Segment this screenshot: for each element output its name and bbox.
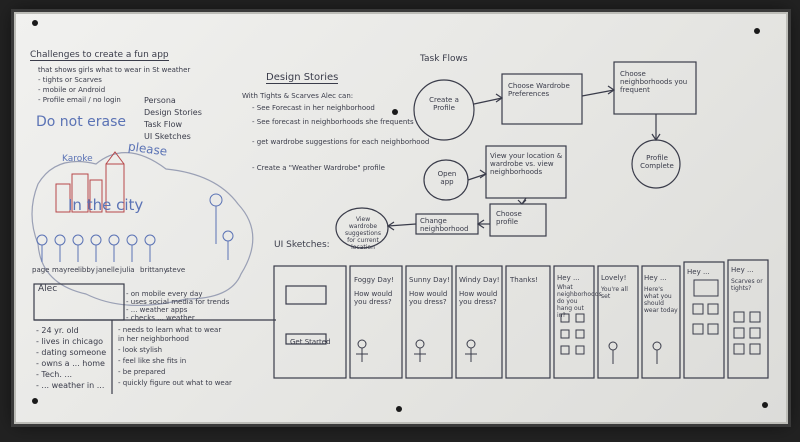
persona-name: Alec — [38, 284, 58, 294]
persona-line: - dating someone — [36, 348, 107, 357]
screw — [392, 109, 398, 115]
sketch-screen-body: Scarves or tights? — [731, 278, 763, 292]
persona-note: in her neighborhood — [118, 335, 189, 343]
challenge-line: that shows girls what to wear in St weat… — [38, 66, 191, 74]
persona-line: - 24 yr. old — [36, 326, 79, 335]
design-stories-intro: With Tights & Scarves Alec can: — [242, 92, 354, 100]
checklist-item: Persona — [144, 96, 176, 105]
sketch-screen-body: You're all set — [601, 286, 628, 300]
screw — [396, 406, 402, 412]
persona-note-top: - checks ... weather — [126, 314, 195, 322]
design-story: - See forecast in neighborhoods she freq… — [252, 118, 414, 126]
whiteboard: Challenges to create a fun app that show… — [14, 12, 788, 424]
design-story: - Create a "Weather Wardrobe" profile — [252, 164, 385, 172]
challenge-line: - mobile or Android — [38, 86, 106, 94]
persona-note: - needs to learn what to wear — [118, 326, 222, 334]
sketch-screen-body: Here's what you should wear today — [644, 286, 678, 314]
screw — [762, 402, 768, 408]
profile-complete-node: Profile Complete — [640, 154, 674, 170]
sketch-screen-heading: Thanks! — [510, 276, 538, 284]
name-label: page — [32, 266, 50, 274]
design-story: - See Forecast in her neighborhood — [252, 104, 375, 112]
marker-drawing — [31, 61, 769, 394]
sketch-screen-body: How would you dress? — [409, 290, 448, 306]
persona-note: - look stylish — [118, 346, 163, 354]
change-neighborhood-node: Change neighborhood — [420, 217, 469, 233]
in-the-city: In the city — [68, 196, 144, 214]
persona-note: - feel like she fits in — [118, 357, 187, 365]
sketch-screen-heading: Sunny Day! — [409, 276, 450, 284]
persona-note: - quickly figure out what to wear — [118, 379, 232, 387]
karoke-text: Karoke — [62, 154, 93, 164]
name-label: libby — [78, 266, 95, 274]
design-story: - get wardrobe suggestions for each neig… — [252, 138, 430, 146]
name-label: janelle — [96, 266, 120, 274]
persona-note: - be prepared — [118, 368, 166, 376]
sketch-screen-body: Get Started — [290, 338, 331, 346]
sketch-screen-heading: Hey ... — [731, 266, 754, 274]
challenge-title: Challenges to create a fun app — [30, 50, 169, 61]
name-label: julia — [120, 266, 135, 274]
checklist-item: Task Flow — [144, 120, 183, 129]
name-label: steve — [166, 266, 186, 274]
task-flows-title: Task Flows — [420, 54, 468, 64]
screw — [32, 20, 38, 26]
screw — [754, 28, 760, 34]
name-label: brittany — [140, 266, 168, 274]
view-wardrobe-node: View wardrobe suggestions for current lo… — [345, 216, 381, 251]
ui-sketches-title: UI Sketches: — [274, 240, 330, 250]
checklist-item: Design Stories — [144, 108, 202, 117]
design-stories-title: Design Stories — [266, 72, 339, 84]
sketch-screen-heading: Hey ... — [644, 274, 667, 282]
checklist-item: UI Sketches — [144, 132, 191, 141]
view-location-node: View your location & wardrobe vs. view n… — [490, 152, 563, 176]
persona-note-top: - ... weather apps — [126, 306, 188, 314]
persona-line: - Tech. ... — [36, 370, 73, 379]
challenge-line: - Profile email / no login — [38, 96, 121, 104]
challenge-line: - tights or Scarves — [38, 76, 102, 84]
name-label: mayree — [52, 266, 79, 274]
sketch-screen-body: How would you dress? — [459, 290, 498, 306]
persona-line: - owns a ... home — [36, 359, 105, 368]
screw — [32, 398, 38, 404]
persona-note-top: - uses social media for trends — [126, 298, 230, 306]
persona-line: - lives in chicago — [36, 337, 104, 346]
sketch-screen-body: How would you dress? — [354, 290, 393, 306]
sketch-screen-body: What neighborhoods do you hang out in? — [557, 284, 602, 319]
sketch-screen-heading: Windy Day! — [459, 276, 500, 284]
choose-neighborhoods-node: Choose neighborhoods you frequent — [620, 70, 688, 94]
choose-profile-node: Choose profile — [496, 210, 522, 226]
sketch-screen-heading: Foggy Day! — [354, 276, 394, 284]
create-profile-node: Create a Profile — [429, 96, 459, 112]
persona-note-top: - on mobile every day — [126, 290, 203, 298]
persona-line: - ... weather in ... — [36, 381, 105, 390]
sketch-screen-heading: Hey ... — [557, 274, 580, 282]
do-not-erase: Do not erase — [36, 114, 127, 130]
sketch-screen-heading: Lovely! — [601, 274, 627, 282]
choose-wardrobe-node: Choose Wardrobe Preferences — [508, 82, 570, 98]
sketch-screen-heading: Hey ... — [687, 268, 710, 276]
open-app-node: Open app — [437, 170, 457, 186]
